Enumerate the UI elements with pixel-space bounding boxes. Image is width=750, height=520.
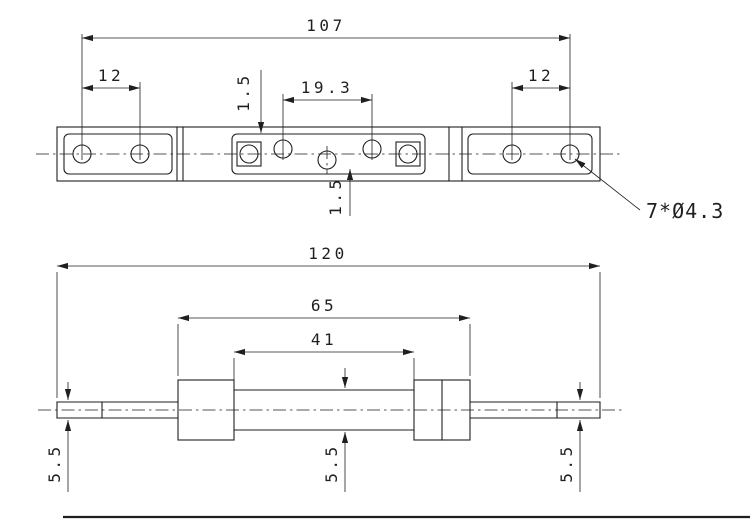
- dim-1-5-upper-label: 1.5: [234, 72, 253, 111]
- dim-120-label: 120: [308, 244, 347, 263]
- dim-12-right-label: 12: [528, 66, 554, 85]
- front-view: 120 65 41 5.5 5.5 5.5: [38, 244, 622, 492]
- left-boss: [177, 379, 235, 441]
- dim-19-3-label: 19.3: [301, 78, 354, 97]
- front-view-dimensions: 120 65 41 5.5 5.5 5.5: [45, 244, 601, 492]
- dim-107-label: 107: [306, 16, 345, 35]
- top-view-dimensions: 107 12 19.3 12 1.5 1.5 7*Ø4.3: [81, 16, 724, 223]
- top-view: 107 12 19.3 12 1.5 1.5 7*Ø4.3: [36, 16, 724, 223]
- dim-5-5-right-label: 5.5: [557, 443, 576, 482]
- dim-12-left-label: 12: [98, 66, 124, 85]
- dim-65-label: 65: [311, 296, 337, 315]
- dim-5-5-left-label: 5.5: [45, 443, 64, 482]
- dim-1-5-lower-label: 1.5: [326, 176, 345, 215]
- hole-callout-label: 7*Ø4.3: [646, 199, 724, 223]
- dim-41-label: 41: [311, 330, 337, 349]
- top-view-part: [36, 126, 622, 182]
- front-view-part: [38, 379, 622, 441]
- dim-5-5-middle-label: 5.5: [322, 443, 341, 482]
- left-tab: [236, 141, 262, 167]
- leader-line: [574, 158, 641, 211]
